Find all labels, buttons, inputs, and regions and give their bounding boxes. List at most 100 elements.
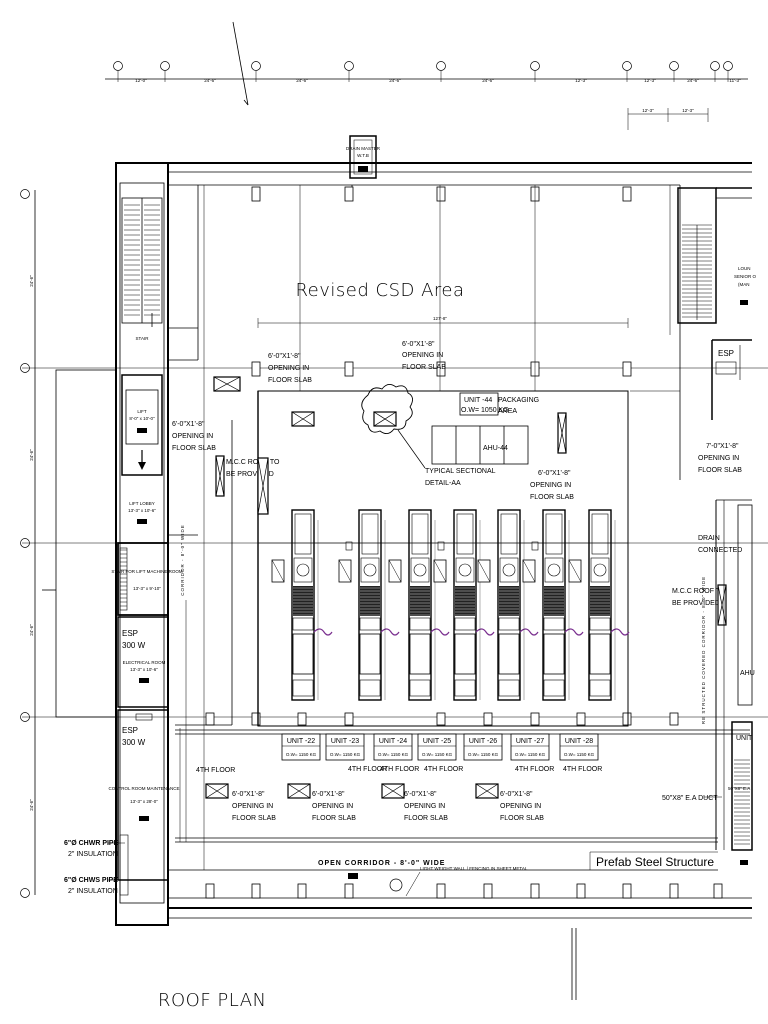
roof-column <box>576 712 586 726</box>
ahu-body <box>543 633 565 675</box>
opening-left: 6'-0"X1'-8" OPENING IN FLOOR SLAB <box>172 421 216 452</box>
unit-weight: O.W= 1150 KG <box>468 752 499 757</box>
opening-note-line: 6'-0"X1'-8" <box>500 791 533 798</box>
top-dim-label: 12'-0" <box>135 78 147 83</box>
roof-column <box>251 186 261 202</box>
lift-label: LIFT <box>137 409 147 414</box>
left-dim-label: 24'-6" <box>29 799 34 811</box>
left-dim-label: 24'-6" <box>29 449 34 461</box>
floor-label-6: 4TH FLOOR <box>563 766 602 773</box>
ahu-filter <box>292 617 314 631</box>
svg-text:7'-0"X1'-8": 7'-0"X1'-8" <box>706 443 739 450</box>
roof-column <box>205 712 215 726</box>
floor-slab-openings <box>205 376 727 799</box>
roof-column <box>437 541 445 551</box>
open-corridor-label: OPEN CORRIDOR - 8'-0" WIDE <box>318 860 445 867</box>
damper-line <box>522 559 536 583</box>
svg-text:6'-0"X1'-8": 6'-0"X1'-8" <box>402 341 435 348</box>
ahu-unit-top <box>294 513 312 555</box>
ahu-body <box>359 633 381 675</box>
left-corridor-label: CORRIDOR - 8'-0" WIDE <box>180 524 185 595</box>
roof-column <box>530 883 540 899</box>
packaging-area-2: AREA <box>498 408 517 415</box>
packaging-weight: O.W= 1050 KG <box>461 407 509 414</box>
prefab-structure-label: Prefab Steel Structure <box>596 855 714 869</box>
floor-label-3: 4TH FLOOR <box>380 766 419 773</box>
lounge-label: LOUN <box>738 266 751 271</box>
roof-column <box>297 883 307 899</box>
ahu-fan-wheel <box>458 563 472 577</box>
roof-column <box>713 883 723 899</box>
opening-note-line: 6'-0"X1'-8" <box>232 791 265 798</box>
ahu-unit-top <box>361 513 379 555</box>
packaging-unit: UNIT -44 <box>464 397 492 404</box>
left-dim-label: 24'-6" <box>29 624 34 636</box>
floor-label-5: 4TH FLOOR <box>515 766 554 773</box>
ahu-filter <box>359 617 381 631</box>
opening-cross <box>381 783 405 799</box>
opening-note-line: 6'-0"X1'-8" <box>404 791 437 798</box>
roof-column <box>576 883 586 899</box>
mcc-left: M.C.C ROOF TO BE PROVIDED <box>226 459 280 478</box>
roof-column <box>205 883 215 899</box>
unit-weight: O.W= 1150 KG <box>515 752 546 757</box>
svg-text:FLOOR SLAB: FLOOR SLAB <box>268 377 312 384</box>
grid-bubble <box>530 61 540 71</box>
ahu-unit <box>291 509 315 701</box>
ahu-coil <box>410 586 430 616</box>
unit-name: UNIT -23 <box>331 738 359 745</box>
roof-column <box>436 186 446 202</box>
opening-cross <box>287 783 311 799</box>
unit-name: UNIT -28 <box>565 738 593 745</box>
top-dim-label: 24'-6" <box>204 78 216 83</box>
esp-left-1-w: 300 W <box>122 641 146 650</box>
ahu-base <box>454 679 476 697</box>
roof-column <box>436 361 446 377</box>
pipe-connection <box>610 628 630 636</box>
pipe-connection <box>564 628 584 636</box>
unit-name: UNIT -24 <box>379 738 407 745</box>
opening-note-line: OPENING IN <box>404 803 445 810</box>
top-dim-label: 24'-6" <box>296 78 308 83</box>
unit-name: UNIT -22 <box>287 738 315 745</box>
control-room-label: CONTROL ROOM MAINTENANCE <box>108 786 179 791</box>
sub-dim-1: 12'-3" <box>642 108 654 113</box>
unit-partial-right: UNIT <box>736 735 753 742</box>
grid-bubble <box>251 61 261 71</box>
ahu-fan <box>293 557 313 583</box>
ahu-filter <box>409 617 431 631</box>
ahu-filter <box>589 617 611 631</box>
esp-left-2-w: 300 W <box>122 738 146 747</box>
floor-label-4: 4TH FLOOR <box>424 766 463 773</box>
typical-section-1: TYPICAL SECTIONAL <box>425 468 496 475</box>
roof-column <box>622 712 632 726</box>
ahu-unit <box>542 509 566 701</box>
unit-tag-box <box>281 733 321 761</box>
esp-left-2: ESP <box>122 726 138 735</box>
pipe-2-insulation: 2" INSULATION <box>68 888 118 895</box>
opening-cross <box>475 783 499 799</box>
machine-room-size: 13'-3" x 9'-10" <box>133 586 161 591</box>
ahu-coil <box>455 586 475 616</box>
svg-text:DRAIN: DRAIN <box>698 535 720 542</box>
opening-cross <box>257 457 269 515</box>
unit-tag-box <box>510 733 550 761</box>
unit-tag-box <box>373 733 413 761</box>
opening-note-line: FLOOR SLAB <box>404 815 448 822</box>
ahu-body <box>454 633 476 675</box>
ahu-unit <box>358 509 382 701</box>
svg-text:OPENING IN: OPENING IN <box>172 433 213 440</box>
ahu-coil <box>293 586 313 616</box>
ahu-base <box>498 679 520 697</box>
ahu-unit-top <box>500 513 518 555</box>
roof-column <box>251 361 261 377</box>
svg-text:FLOOR SLAB: FLOOR SLAB <box>172 445 216 452</box>
roof-column <box>297 712 307 726</box>
svg-text:BE PROVIDED: BE PROVIDED <box>672 600 720 607</box>
pipe-connection <box>430 628 450 636</box>
right-stair-treads <box>682 224 712 320</box>
unit-weight: O.W= 1150 KG <box>422 752 453 757</box>
roof-column <box>436 712 446 726</box>
roof-columns-bottom <box>205 541 723 899</box>
